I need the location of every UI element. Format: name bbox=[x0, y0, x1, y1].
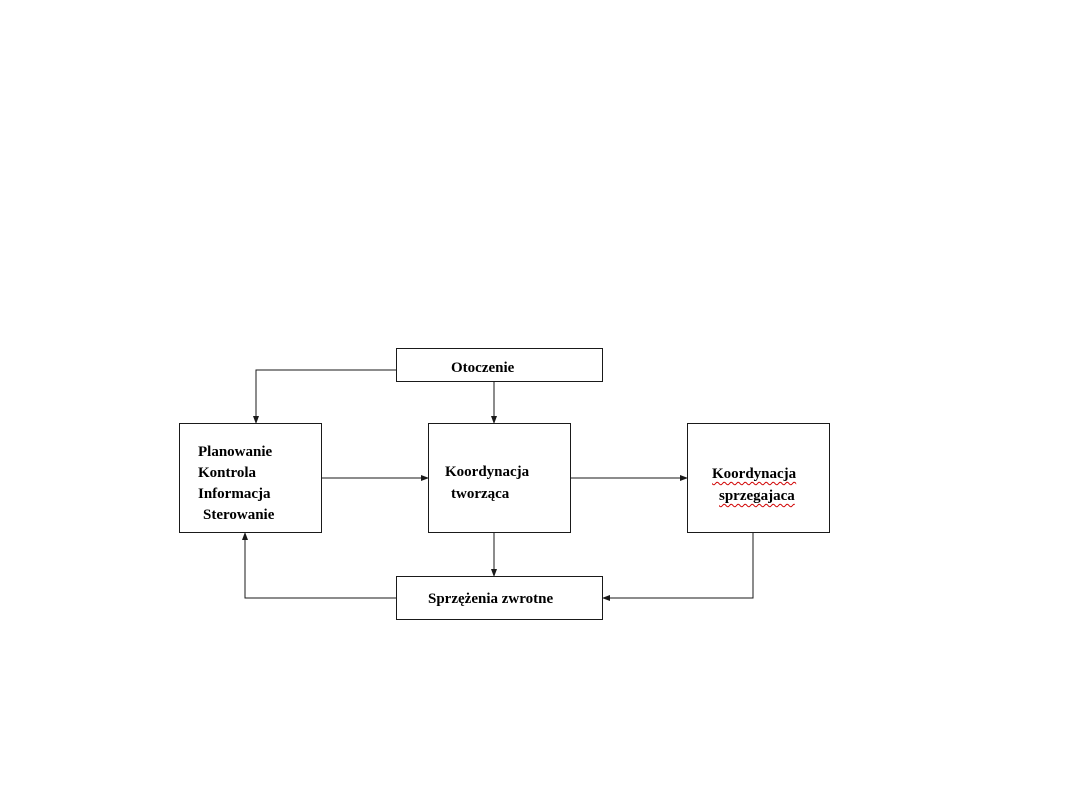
node-right-box-line-2: sprzegajaca bbox=[719, 488, 795, 504]
edge-right-box-to-feedback bbox=[602, 533, 754, 601]
node-left-box-line-kontrola: Kontrola bbox=[198, 465, 257, 481]
node-feedback-label: Sprzężenia zwrotne bbox=[428, 591, 554, 607]
node-center-box-line-2: tworząca bbox=[451, 486, 510, 502]
node-center-box: Koordynacja tworząca bbox=[428, 423, 571, 533]
node-left-box: Planowanie Kontrola Informacja Sterowani… bbox=[179, 423, 322, 533]
node-otoczenie: Otoczenie bbox=[396, 348, 603, 382]
edge-feedback-to-left-box bbox=[242, 532, 396, 599]
node-center-box-line-1: Koordynacja bbox=[445, 464, 530, 480]
node-left-box-line-sterowanie: Sterowanie bbox=[203, 507, 275, 523]
edge-otoczenie-to-left-box bbox=[253, 369, 396, 424]
node-right-box-line-1: Koordynacja bbox=[712, 466, 797, 482]
node-right-box: Koordynacja sprzegajaca bbox=[687, 423, 830, 533]
node-otoczenie-label: Otoczenie bbox=[451, 360, 515, 376]
node-feedback: Sprzężenia zwrotne bbox=[396, 576, 603, 620]
node-left-box-line-informacja: Informacja bbox=[198, 486, 271, 502]
node-left-box-line-planowanie: Planowanie bbox=[198, 444, 273, 460]
